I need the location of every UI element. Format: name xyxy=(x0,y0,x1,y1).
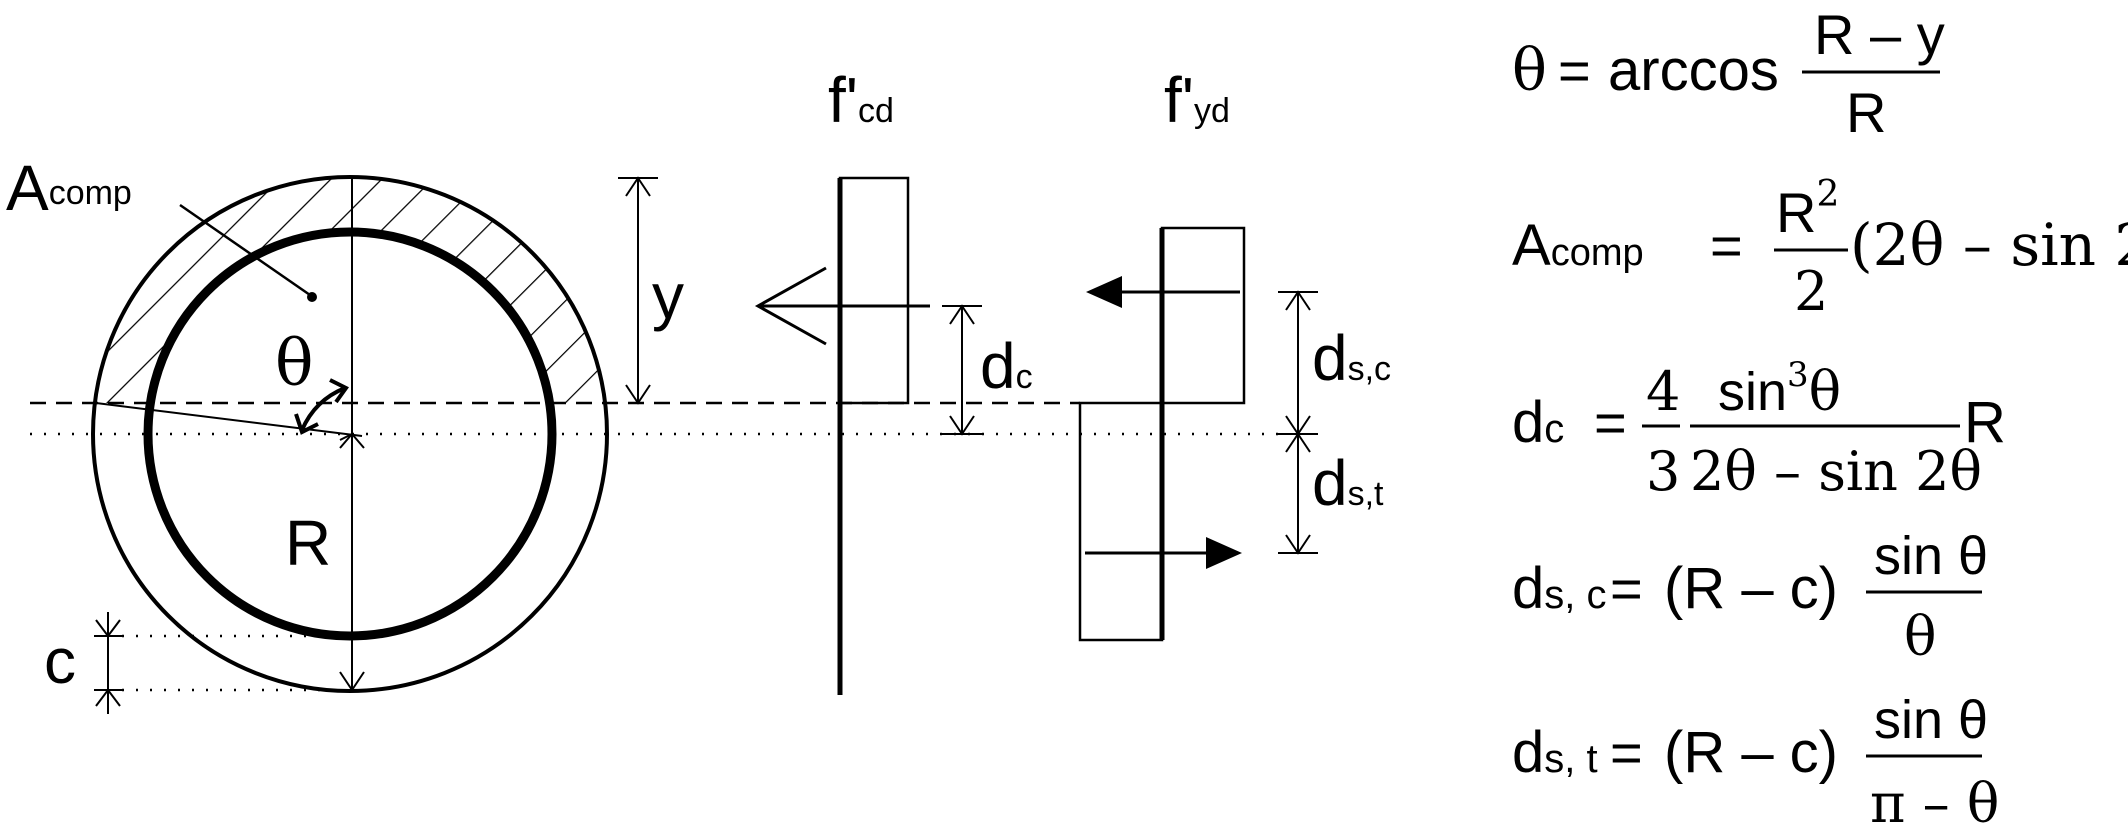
y-arrow-bottom xyxy=(625,384,651,405)
dsc-label: ds,c xyxy=(1312,322,1391,394)
fcd-label: f'cd xyxy=(828,64,894,136)
steel-comp-arrowhead xyxy=(1086,276,1122,308)
svg-text:sin θ: sin θ xyxy=(1874,526,1988,586)
concrete-force-arrowhead xyxy=(754,266,827,346)
equation-dsc: ds, c = (R – c) sin θ θ xyxy=(1512,526,1988,668)
dsc-arrow-top xyxy=(1285,290,1311,311)
theta-arc-arrow xyxy=(300,386,346,431)
svg-text:=: = xyxy=(1558,39,1591,102)
svg-text:=: = xyxy=(1710,214,1743,277)
svg-text:4: 4 xyxy=(1646,360,1680,423)
dc-label: dc xyxy=(980,330,1033,402)
svg-text:R – y: R – y xyxy=(1814,3,1945,66)
svg-text:R2: R2 xyxy=(1776,174,1839,244)
svg-text:θ: θ xyxy=(1904,605,1937,668)
svg-text:(R – c): (R – c) xyxy=(1664,720,1838,785)
dst-arrow-bottom xyxy=(1285,534,1311,555)
radius-label: R xyxy=(285,507,331,579)
svg-text:(R – c): (R – c) xyxy=(1664,556,1838,621)
radius-arrow-bottom xyxy=(339,671,365,692)
cover-arrow-bottom xyxy=(95,688,121,707)
svg-text:2: 2 xyxy=(1794,260,1828,323)
svg-text:θ: θ xyxy=(1512,36,1547,104)
dst-label: ds,t xyxy=(1312,447,1384,519)
theta-ray xyxy=(95,402,363,437)
outer-section-circle xyxy=(91,175,609,693)
svg-text:Acomp: Acomp xyxy=(1512,213,1644,278)
reinforcement-ring xyxy=(143,227,557,641)
svg-text:=: = xyxy=(1594,391,1627,454)
dst-arrow-top xyxy=(1285,432,1311,453)
svg-text:dc: dc xyxy=(1512,390,1564,455)
equation-a-comp: Acomp = R2 2 (2θ – sin 2θ) xyxy=(1512,174,2128,323)
cover-label: c xyxy=(44,625,76,697)
dc-arrow-bottom xyxy=(949,415,975,436)
equation-theta: θ = arccos R – y R xyxy=(1512,3,1945,144)
y-label: y xyxy=(652,260,684,332)
y-arrow-top xyxy=(625,176,651,197)
theta-label: θ xyxy=(275,327,314,401)
theta-arc-head-2 xyxy=(329,378,349,404)
fyd-label: f'yd xyxy=(1164,64,1230,136)
svg-text:=: = xyxy=(1610,721,1643,784)
svg-text:arccos: arccos xyxy=(1608,38,1779,103)
a-comp-label: Acomp xyxy=(6,152,132,224)
theta-arc-head-1 xyxy=(294,413,319,435)
cover-arrow-top xyxy=(95,619,121,638)
a-comp-centroid-dot xyxy=(307,292,317,302)
concrete-stress-block xyxy=(838,176,910,405)
svg-text:sin3θ: sin3θ xyxy=(1718,355,1841,423)
steel-tens-arrowhead xyxy=(1206,537,1242,569)
svg-text:ds, t: ds, t xyxy=(1512,720,1598,785)
a-comp-leader xyxy=(179,203,311,297)
steel-compression-block xyxy=(1160,226,1246,405)
svg-text:3: 3 xyxy=(1646,440,1680,503)
svg-text:(2θ – sin 2θ): (2θ – sin 2θ) xyxy=(1850,211,2128,279)
svg-text:2θ – sin 2θ: 2θ – sin 2θ xyxy=(1690,440,1982,503)
svg-text:sin θ: sin θ xyxy=(1874,690,1988,750)
svg-text:R: R xyxy=(1846,81,1886,144)
equation-dc: dc = 4 3 sin3θ 2θ – sin 2θ R xyxy=(1512,355,2006,503)
svg-text:ds, c: ds, c xyxy=(1512,556,1607,621)
svg-text:R: R xyxy=(1964,390,2006,455)
svg-text:=: = xyxy=(1610,557,1643,620)
dc-arrow-top xyxy=(949,304,975,325)
svg-text:π – θ: π – θ xyxy=(1870,772,1999,829)
steel-tension-block xyxy=(1078,401,1164,642)
equation-dst: ds, t = (R – c) sin θ π – θ xyxy=(1512,690,1999,834)
